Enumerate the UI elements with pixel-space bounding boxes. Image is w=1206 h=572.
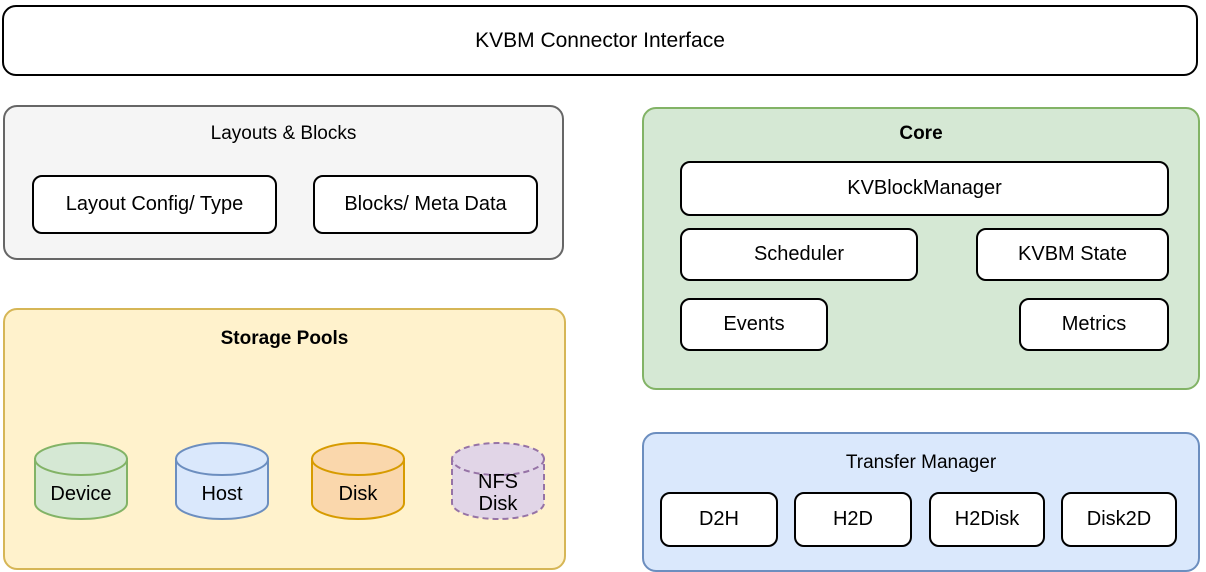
node-h2d-label: H2D: [832, 508, 873, 530]
node-events[interactable]: Events: [680, 298, 828, 351]
node-disk2d[interactable]: Disk2D: [1061, 492, 1177, 547]
database-cylinder-icon: [34, 442, 128, 520]
node-blocks-meta-data[interactable]: Blocks/ Meta Data: [313, 175, 538, 234]
database-cylinder-dashed-icon: [451, 442, 545, 520]
node-metrics[interactable]: Metrics: [1019, 298, 1169, 351]
group-core-title: Core: [899, 123, 943, 144]
node-kvblockmanager-label: KVBlockManager: [847, 177, 1002, 199]
node-kvbm-state-label: KVBM State: [1018, 243, 1127, 265]
group-transfer-manager[interactable]: Transfer Manager D2H H2D H2Disk Disk2D: [642, 432, 1200, 572]
group-transfer-manager-title: Transfer Manager: [845, 452, 997, 473]
node-h2disk-label: H2Disk: [954, 508, 1020, 530]
node-h2d[interactable]: H2D: [794, 492, 912, 547]
node-metrics-label: Metrics: [1061, 313, 1127, 335]
kvbm-connector-interface-box[interactable]: KVBM Connector Interface: [2, 5, 1198, 76]
kvbm-connector-interface-label: KVBM Connector Interface: [475, 28, 725, 52]
node-disk2d-label: Disk2D: [1086, 508, 1152, 530]
group-storage-pools-title: Storage Pools: [220, 328, 349, 349]
node-kvbm-state[interactable]: KVBM State: [976, 228, 1169, 281]
node-d2h[interactable]: D2H: [660, 492, 778, 547]
node-blocks-meta-data-label: Blocks/ Meta Data: [344, 193, 507, 215]
cylinder-disk[interactable]: Disk: [310, 442, 406, 520]
group-layouts-and-blocks[interactable]: Layouts & Blocks Layout Config/ Type Blo…: [3, 105, 564, 260]
node-scheduler[interactable]: Scheduler: [680, 228, 918, 281]
node-h2disk[interactable]: H2Disk: [929, 492, 1045, 547]
group-storage-pools[interactable]: Storage Pools: [3, 308, 566, 570]
cylinder-device[interactable]: Device: [33, 442, 129, 520]
node-layout-config-type[interactable]: Layout Config/ Type: [32, 175, 277, 234]
cylinder-host[interactable]: Host: [174, 442, 270, 520]
group-core[interactable]: Core KVBlockManager Scheduler KVBM State…: [642, 107, 1200, 390]
node-events-label: Events: [723, 313, 785, 335]
cylinder-nfs-disk[interactable]: NFS Disk: [450, 442, 546, 520]
node-scheduler-label: Scheduler: [753, 243, 845, 265]
node-d2h-label: D2H: [698, 508, 739, 530]
database-cylinder-icon: [311, 442, 405, 520]
group-layouts-and-blocks-title: Layouts & Blocks: [210, 123, 357, 144]
node-layout-config-type-label: Layout Config/ Type: [65, 193, 244, 215]
database-cylinder-icon: [175, 442, 269, 520]
node-kvblockmanager[interactable]: KVBlockManager: [680, 161, 1169, 216]
